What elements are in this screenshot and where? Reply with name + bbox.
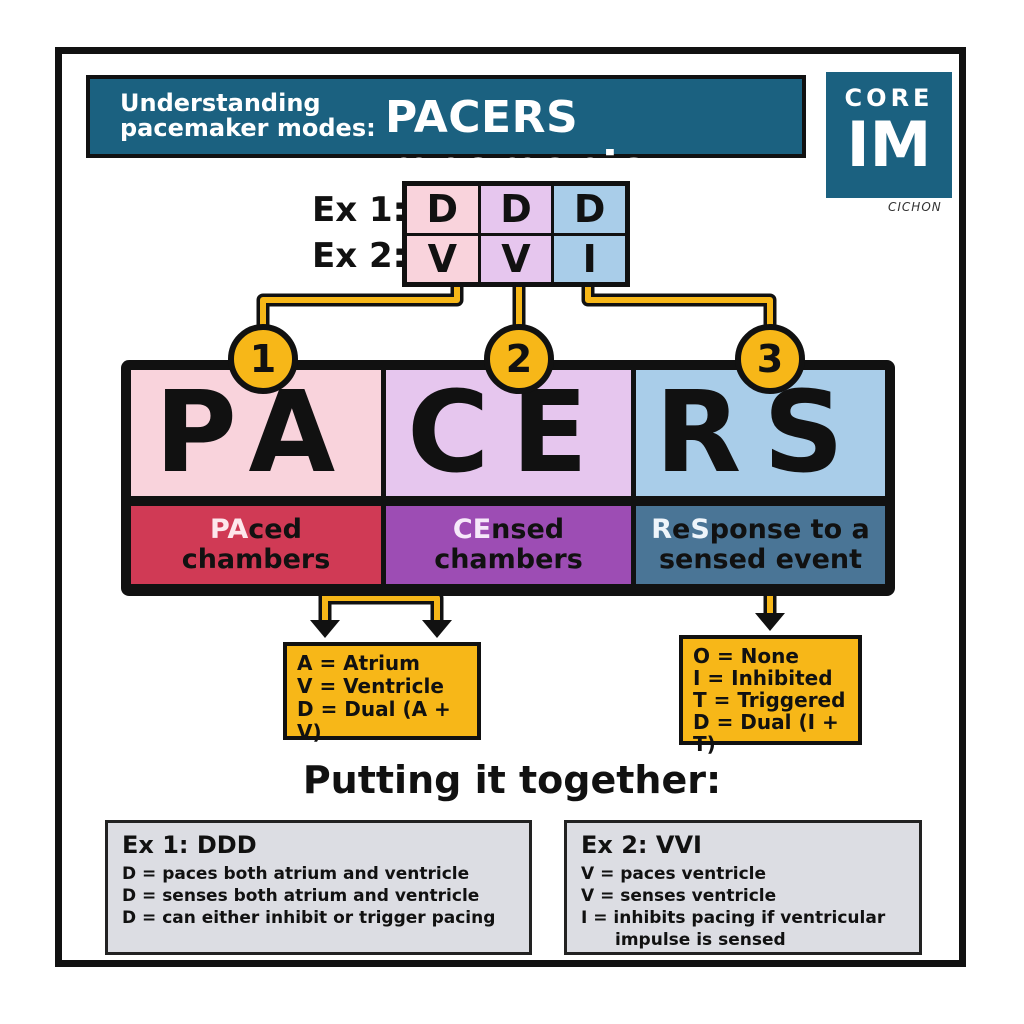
legend-ventricle: V = Ventricle <box>297 674 444 698</box>
example-2-line: V = paces ventricle <box>581 864 767 884</box>
caption-ce-rest: nsed <box>491 514 565 545</box>
caption-pa-line2: chambers <box>181 544 331 575</box>
ex2-position-1: V <box>407 235 478 282</box>
legend-none: O = None <box>693 644 799 668</box>
example-2-box: Ex 2: VVI V = paces ventricle V = senses… <box>564 820 922 955</box>
legend-inhibited: I = Inhibited <box>693 666 833 690</box>
caption-ce-highlight: CE <box>452 514 492 545</box>
title-line-2: pacemaker modes: <box>120 114 376 142</box>
paced-legend: A = Atrium V = Ventricle D = Dual (A + V… <box>283 642 481 744</box>
legend-dual-it: D = Dual (I + T) <box>693 710 839 756</box>
example-1-box: Ex 1: DDD D = paces both atrium and vent… <box>105 820 532 955</box>
caption-rs-highlight-r: R <box>651 514 673 545</box>
example-2-title: Ex 2: VVI <box>581 831 702 859</box>
arrow-c-head <box>755 613 785 631</box>
ex1-label: Ex 1: <box>312 190 407 230</box>
together-heading: Putting it together: <box>302 758 722 802</box>
title-line-1: Understanding <box>120 89 321 117</box>
logo-im-text: IM <box>846 108 932 181</box>
artist-signature: CICHON <box>888 200 942 214</box>
title-subtitle: Understanding pacemaker modes: <box>120 91 376 141</box>
connector-1-outline <box>256 287 464 330</box>
caption-rs-rest: ponse to a <box>709 514 870 545</box>
legend-triggered: T = Triggered <box>693 688 846 712</box>
ex1-position-1: D <box>407 186 478 233</box>
example-1-line: D = senses both atrium and ventricle <box>122 886 480 906</box>
ex2-position-3: I <box>554 235 625 282</box>
sensed-chambers-caption: CEnsed chambers <box>386 506 631 584</box>
ex2-position-2: V <box>480 235 552 282</box>
mode-code-grid: D D D V V I <box>402 181 630 287</box>
ex1-position-2: D <box>480 186 552 233</box>
example-2-line: V = senses ventricle <box>581 886 777 906</box>
pacers-letters-ce: CE <box>386 368 631 498</box>
connector-3-outline <box>581 287 777 330</box>
caption-pa-highlight: PA <box>210 514 249 545</box>
example-2-line: I = inhibits pacing if ventricular <box>581 908 886 928</box>
response-legend: O = None I = Inhibited T = Triggered D =… <box>679 635 862 755</box>
badge-3: 3 <box>735 324 805 394</box>
legend-dual-av: D = Dual (A + V) <box>297 697 451 744</box>
example-1-line: D = paces both atrium and ventricle <box>122 864 470 884</box>
pacers-letters-pa: PA <box>131 368 381 498</box>
caption-pa-rest: ced <box>248 514 302 545</box>
core-im-logo: CORE IM <box>826 72 952 198</box>
pacers-block: PA CE RS PAced chambers CEnsed chambers … <box>121 360 895 596</box>
ex2-label: Ex 2: <box>312 236 407 276</box>
paced-chambers-caption: PAced chambers <box>131 506 381 584</box>
logo-core-text: CORE <box>844 84 934 112</box>
example-1-line: D = can either inhibit or trigger pacing <box>122 908 496 928</box>
arrow-b-outline <box>325 591 444 625</box>
title-banner: Understanding pacemaker modes: PACERS mn… <box>86 75 806 193</box>
caption-rs-line2: sensed event <box>658 544 863 575</box>
caption-rs-highlight-s: S <box>690 514 710 545</box>
example-2-line: impulse is sensed <box>615 930 786 950</box>
caption-ce-line2: chambers <box>434 544 583 575</box>
example-1-title: Ex 1: DDD <box>122 831 257 859</box>
ex1-position-3: D <box>554 186 625 233</box>
arrow-a-head <box>310 620 340 638</box>
legend-atrium: A = Atrium <box>297 651 420 675</box>
badge-2: 2 <box>484 324 554 394</box>
response-caption: ReSponse to a sensed event <box>636 506 885 584</box>
arrow-b-head <box>422 620 452 638</box>
badge-1: 1 <box>228 324 298 394</box>
caption-rs-mid: e <box>672 514 691 545</box>
